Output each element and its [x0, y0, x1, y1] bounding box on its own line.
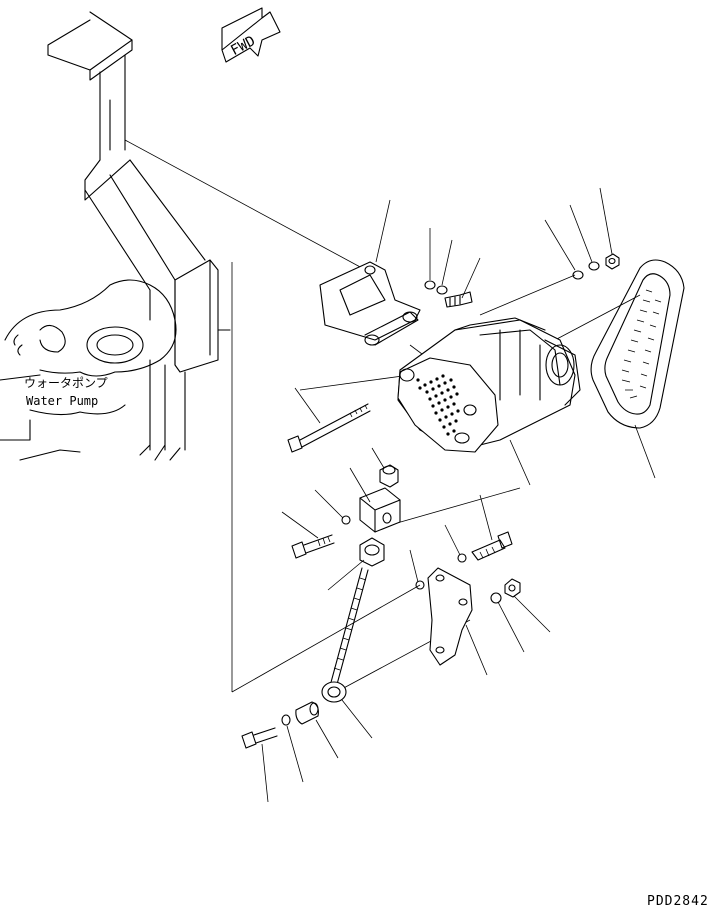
bracket-bolt-lower	[457, 531, 513, 563]
water-pump: ウォータポンプ Water Pump	[0, 279, 177, 461]
alternator-mount-bracket	[319, 261, 421, 346]
guide-lines	[124, 139, 641, 693]
drawing-code: PDD2842	[647, 894, 709, 909]
bracket-bolt-set	[424, 280, 473, 308]
long-bolt	[287, 403, 371, 453]
bottom-bolt-set	[241, 701, 319, 749]
v-belt	[590, 259, 685, 429]
adjust-block	[359, 464, 401, 533]
washer-nut-set-lower	[415, 578, 521, 604]
engine-frame	[47, 11, 231, 461]
water-pump-label-jp: ウォータポンプ	[24, 376, 108, 390]
fwd-arrow-tag: FWD	[221, 7, 281, 63]
fwd-label: FWD	[228, 33, 258, 59]
washer-nut-set-top	[572, 253, 620, 280]
adjusting-rod	[321, 567, 369, 703]
adjust-plate	[427, 567, 473, 666]
adjust-nut	[359, 537, 385, 567]
water-pump-label-en: Water Pump	[26, 394, 98, 408]
adjust-bolt-left	[291, 515, 351, 559]
alternator	[397, 317, 581, 453]
alternator-vents	[416, 374, 460, 436]
leader-lines	[261, 187, 656, 803]
